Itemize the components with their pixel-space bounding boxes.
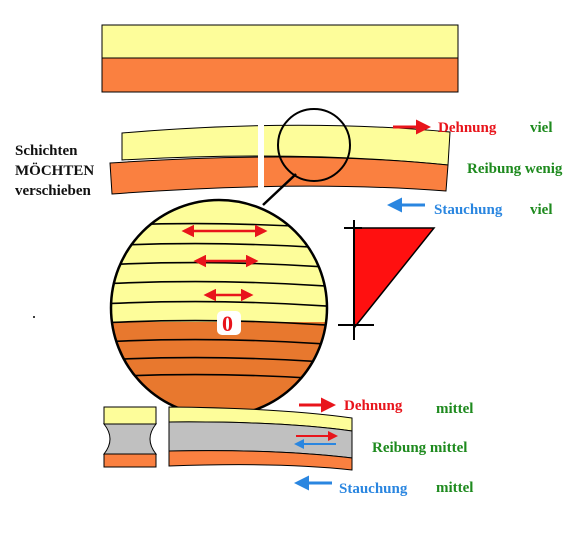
stauchung-2-label: Stauchung bbox=[339, 481, 408, 497]
schichten-line-1: Schichten bbox=[15, 143, 78, 159]
dehnung-2-label: Dehnung bbox=[344, 398, 403, 414]
stauchung-1-label: Stauchung bbox=[434, 202, 503, 218]
straight-beam bbox=[101, 24, 459, 93]
stress-triangle bbox=[338, 220, 436, 340]
neutral-axis-zero: 0 bbox=[222, 311, 233, 336]
upper-annotations: Dehnung viel Reibung wenig Stauchung vie… bbox=[387, 119, 563, 218]
neutral-axis-zero-bg bbox=[217, 311, 241, 335]
stauchung-2-amount: mittel bbox=[436, 480, 473, 496]
dehnung-1-label: Dehnung bbox=[438, 120, 497, 136]
straight-beam-bottom-layer bbox=[101, 57, 459, 93]
reibung-2-label: Reibung mittel bbox=[372, 440, 467, 456]
schichten-line-2: MÖCHTEN bbox=[15, 162, 94, 179]
bent-beam-with-middle-layer bbox=[168, 406, 353, 471]
bent-beam-gap bbox=[258, 120, 264, 198]
reibung-1-label: Reibung wenig bbox=[467, 161, 563, 177]
bent-beam-bottom-layer bbox=[109, 156, 449, 195]
stray-dot bbox=[33, 316, 35, 318]
lower-annotations: Dehnung mittel Reibung mittel Stauchung … bbox=[294, 397, 473, 497]
stauchung-1-amount: viel bbox=[530, 202, 553, 218]
straight-beam-top-layer bbox=[101, 24, 459, 59]
cross-section-middle bbox=[102, 423, 158, 455]
magnifier-small-circle bbox=[277, 108, 351, 182]
magnifier-connector bbox=[262, 173, 297, 206]
schichten-line-3: verschieben bbox=[15, 183, 91, 199]
magnified-layers-circle: 0 bbox=[109, 198, 329, 418]
cross-section-top bbox=[103, 406, 157, 425]
stress-triangle-fill bbox=[353, 227, 436, 331]
layers-want-to-shift-label: Schichten MÖCHTEN verschieben bbox=[15, 143, 94, 199]
dehnung-1-amount: viel bbox=[530, 120, 553, 136]
bent-beam-2-bottom-layer bbox=[168, 450, 353, 471]
dehnung-2-amount: mittel bbox=[436, 401, 473, 417]
cross-section-bottom bbox=[103, 453, 157, 468]
cross-section bbox=[102, 406, 158, 468]
bent-beam bbox=[109, 120, 451, 198]
